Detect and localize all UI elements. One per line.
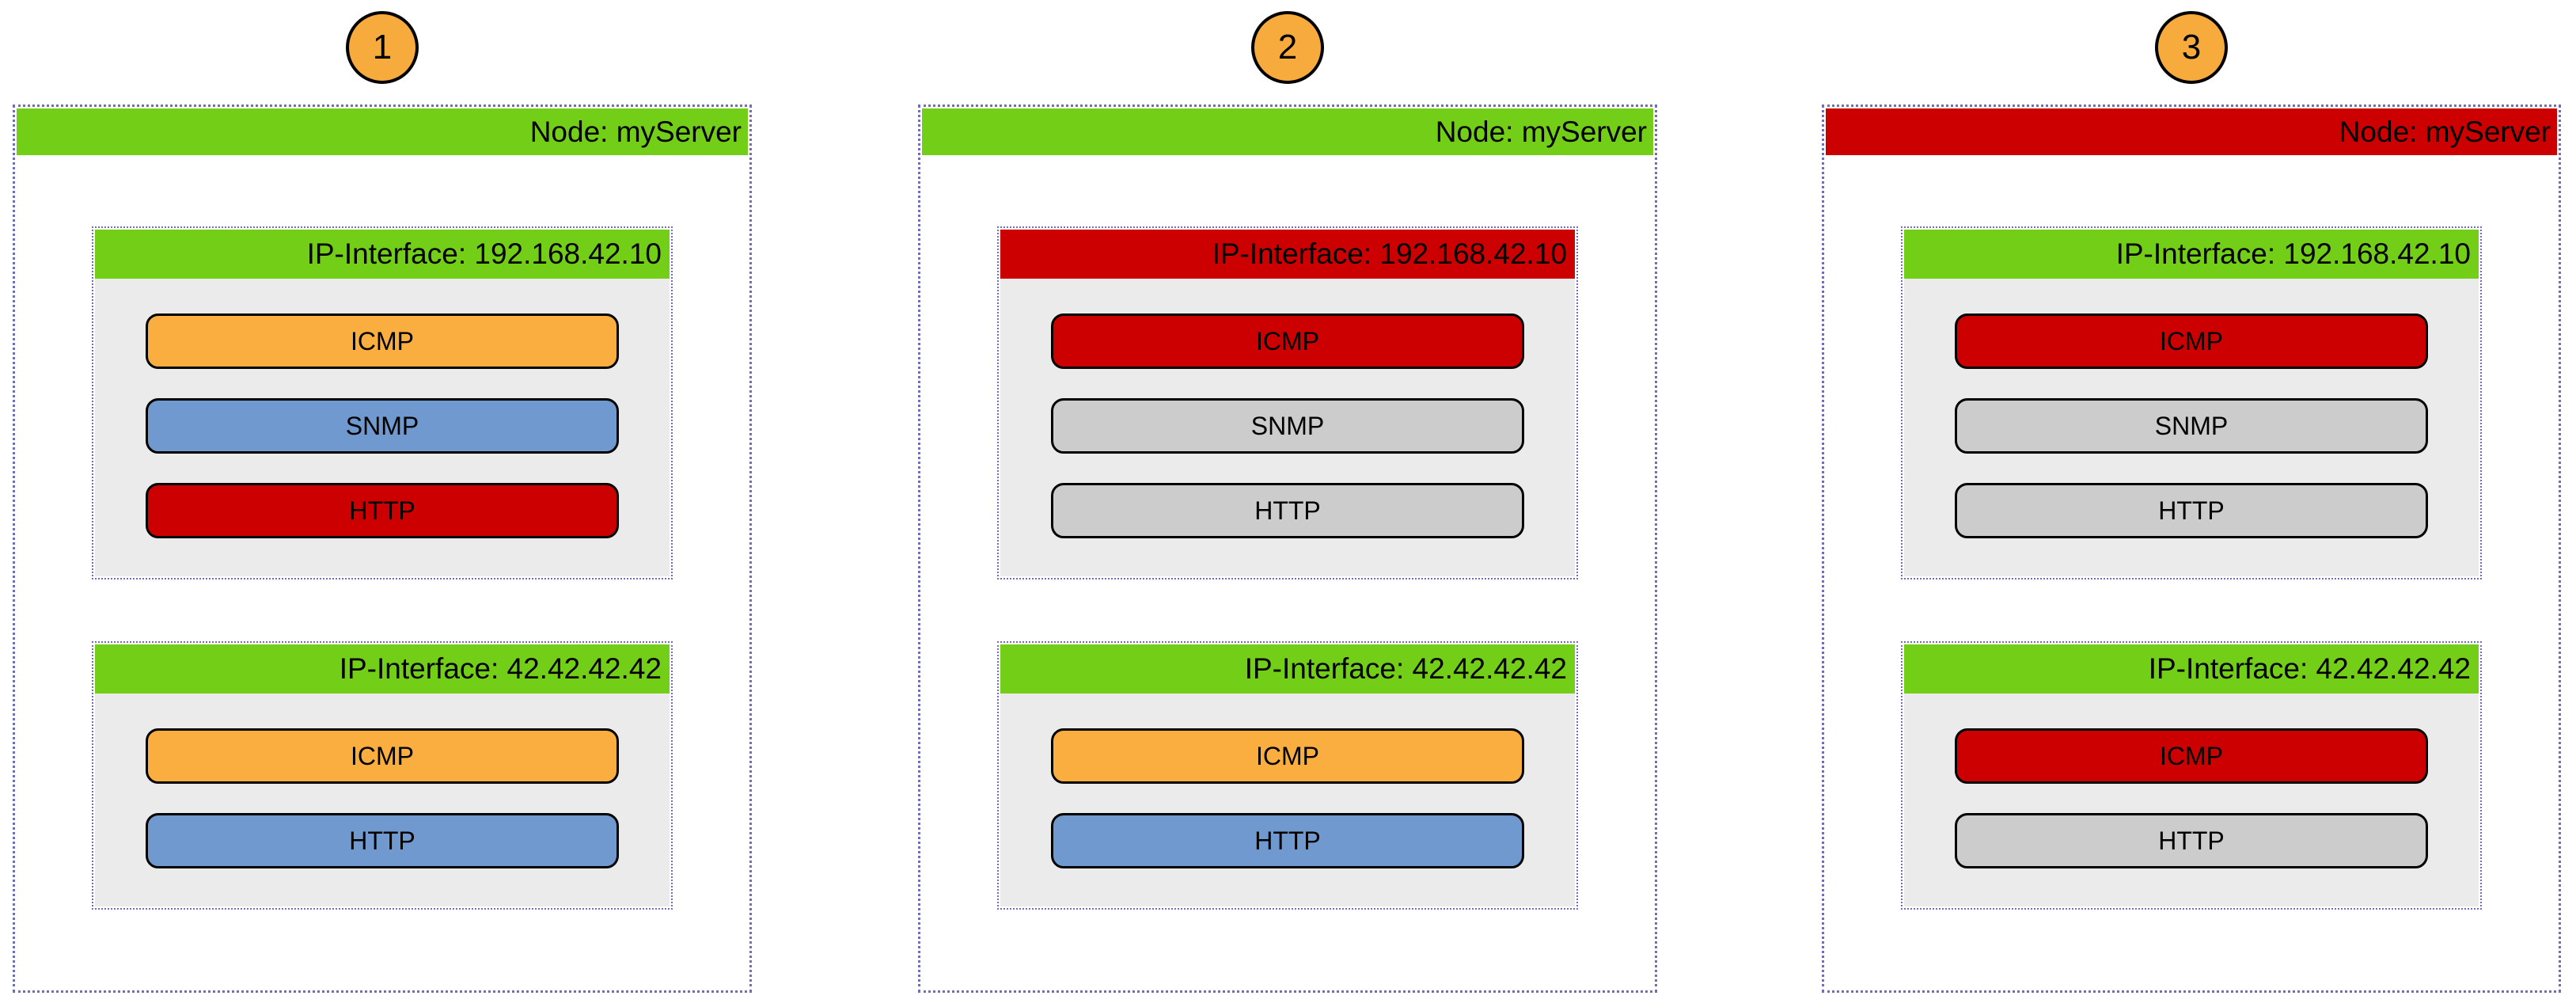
node-status-bar: Node: myServer: [17, 108, 748, 155]
node-panel-3: 3 Node: myServer IP-Interface: 192.168.4…: [1822, 11, 2561, 993]
service-pill-http: HTTP: [146, 483, 619, 538]
service-pill-snmp: SNMP: [1051, 398, 1524, 454]
interface-card: IP-Interface: 42.42.42.42 ICMP HTTP: [1901, 641, 2482, 910]
interface-status-bar: IP-Interface: 42.42.42.42: [1904, 644, 2479, 694]
interface-status-bar: IP-Interface: 42.42.42.42: [95, 644, 670, 694]
interface-card: IP-Interface: 42.42.42.42 ICMP HTTP: [92, 641, 673, 910]
interface-status-bar: IP-Interface: 192.168.42.10: [1904, 230, 2479, 279]
service-pill-snmp: SNMP: [146, 398, 619, 454]
service-list: ICMP HTTP: [95, 694, 670, 906]
service-pill-icmp: ICMP: [1955, 314, 2428, 369]
step-badge-3: 3: [2155, 11, 2228, 84]
node-panel-2: 2 Node: myServer IP-Interface: 192.168.4…: [918, 11, 1657, 993]
step-badge-2: 2: [1251, 11, 1324, 84]
service-list: ICMP SNMP HTTP: [1904, 279, 2479, 576]
service-list: ICMP HTTP: [1000, 694, 1575, 906]
service-pill-icmp: ICMP: [146, 314, 619, 369]
service-pill-http: HTTP: [146, 813, 619, 868]
interface-card: IP-Interface: 192.168.42.10 ICMP SNMP HT…: [1901, 226, 2482, 580]
interface-status-bar: IP-Interface: 192.168.42.10: [1000, 230, 1575, 279]
service-list: ICMP SNMP HTTP: [1000, 279, 1575, 576]
service-pill-icmp: ICMP: [146, 728, 619, 784]
step-badge-1: 1: [346, 11, 419, 84]
service-list: ICMP SNMP HTTP: [95, 279, 670, 576]
service-pill-http: HTTP: [1955, 813, 2428, 868]
service-pill-icmp: ICMP: [1051, 728, 1524, 784]
interface-card: IP-Interface: 192.168.42.10 ICMP SNMP HT…: [92, 226, 673, 580]
node-status-bar: Node: myServer: [1826, 108, 2557, 155]
node-status-bar: Node: myServer: [922, 108, 1653, 155]
service-pill-snmp: SNMP: [1955, 398, 2428, 454]
interface-card: IP-Interface: 192.168.42.10 ICMP SNMP HT…: [997, 226, 1578, 580]
service-pill-http: HTTP: [1051, 813, 1524, 868]
interface-status-bar: IP-Interface: 192.168.42.10: [95, 230, 670, 279]
node-panel-1: 1 Node: myServer IP-Interface: 192.168.4…: [13, 11, 752, 993]
service-pill-icmp: ICMP: [1051, 314, 1524, 369]
service-pill-http: HTTP: [1051, 483, 1524, 538]
interface-card: IP-Interface: 42.42.42.42 ICMP HTTP: [997, 641, 1578, 910]
service-pill-http: HTTP: [1955, 483, 2428, 538]
service-pill-icmp: ICMP: [1955, 728, 2428, 784]
service-list: ICMP HTTP: [1904, 694, 2479, 906]
interface-status-bar: IP-Interface: 42.42.42.42: [1000, 644, 1575, 694]
